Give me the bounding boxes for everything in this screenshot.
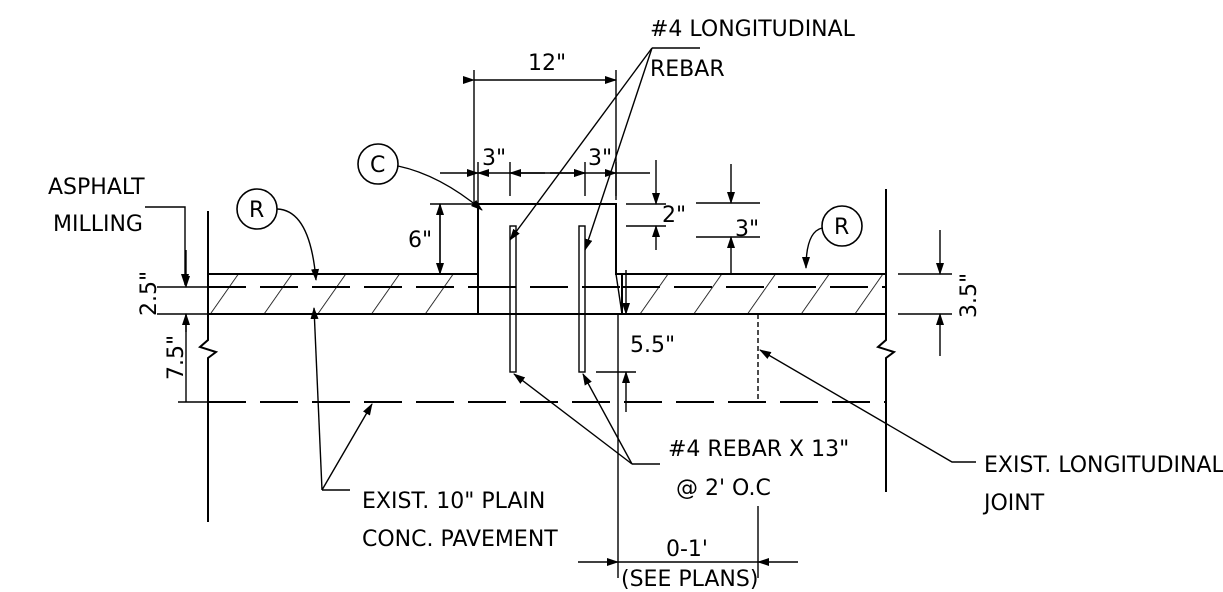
pavement-outline [197, 189, 897, 522]
marker-r-right [821, 205, 863, 247]
dim-6-label: 6" [408, 228, 432, 253]
joint-line2: JOINT [982, 491, 1045, 516]
pavement-line1: EXIST. 10" PLAIN [362, 489, 545, 514]
marker-c-leader [397, 165, 483, 211]
dim-2-5: 2.5" [137, 250, 208, 332]
dim-3-row: 3" 3" [440, 146, 650, 204]
rebar-top-line1: #4 LONGITUDINAL [650, 17, 856, 42]
dim-3-cover-label: 3" [735, 217, 759, 242]
asphalt-layer-right [622, 274, 886, 314]
dim-2-label: 2" [662, 203, 686, 228]
dim-3-left-label: 3" [482, 146, 506, 171]
dim-5-5: 5.5" [596, 270, 675, 412]
asphalt-layer-left [208, 274, 478, 314]
dim-2: 2" [626, 160, 686, 250]
dim-3-5-label: 3.5" [957, 273, 982, 318]
dim-12-label: 12" [528, 51, 566, 76]
marker-c [357, 143, 399, 185]
rebar-top-leader [509, 47, 700, 251]
dim-3-cover: 3" [696, 164, 760, 274]
dim-7-5-label: 7.5" [164, 335, 189, 380]
rebar-bottom-leader [513, 373, 660, 465]
dim-5-5-label: 5.5" [630, 333, 675, 358]
rebar-top-line2: REBAR [650, 57, 725, 82]
dim-offset-label: 0-1' [666, 537, 708, 562]
see-plans-label: (SEE PLANS) [621, 567, 758, 592]
marker-r-right-leader [802, 227, 823, 269]
marker-r-right-label: R [834, 215, 849, 240]
dim-7-5: 7.5" [164, 314, 208, 403]
pavement-line2: CONC. PAVEMENT [362, 527, 558, 552]
asphalt-leader [145, 206, 189, 286]
joint-line1: EXIST. LONGITUDINAL [984, 453, 1223, 478]
pavement-leader [310, 307, 373, 491]
joint-leader [759, 349, 976, 463]
asphalt-line2: MILLING [53, 212, 143, 237]
dim-3-5: 3.5" [898, 230, 982, 356]
marker-r-left-label: R [249, 198, 264, 223]
asphalt-line1: ASPHALT [48, 175, 145, 200]
concrete-repair [477, 203, 623, 315]
dim-offset: 0-1' (SEE PLANS) [578, 314, 798, 592]
rebar-bottom-line1: #4 REBAR X 13" [668, 437, 849, 462]
dim-12: 12" [463, 51, 617, 204]
dim-3-right-label: 3" [588, 146, 612, 171]
marker-r-left-leader [276, 208, 320, 281]
dim-2-5-label: 2.5" [137, 271, 162, 316]
rebar-bottom-line2: @ 2' O.C [676, 476, 771, 501]
rebar-bars [509, 225, 586, 373]
dim-6: 6" [408, 203, 476, 275]
marker-c-label: C [370, 153, 385, 178]
